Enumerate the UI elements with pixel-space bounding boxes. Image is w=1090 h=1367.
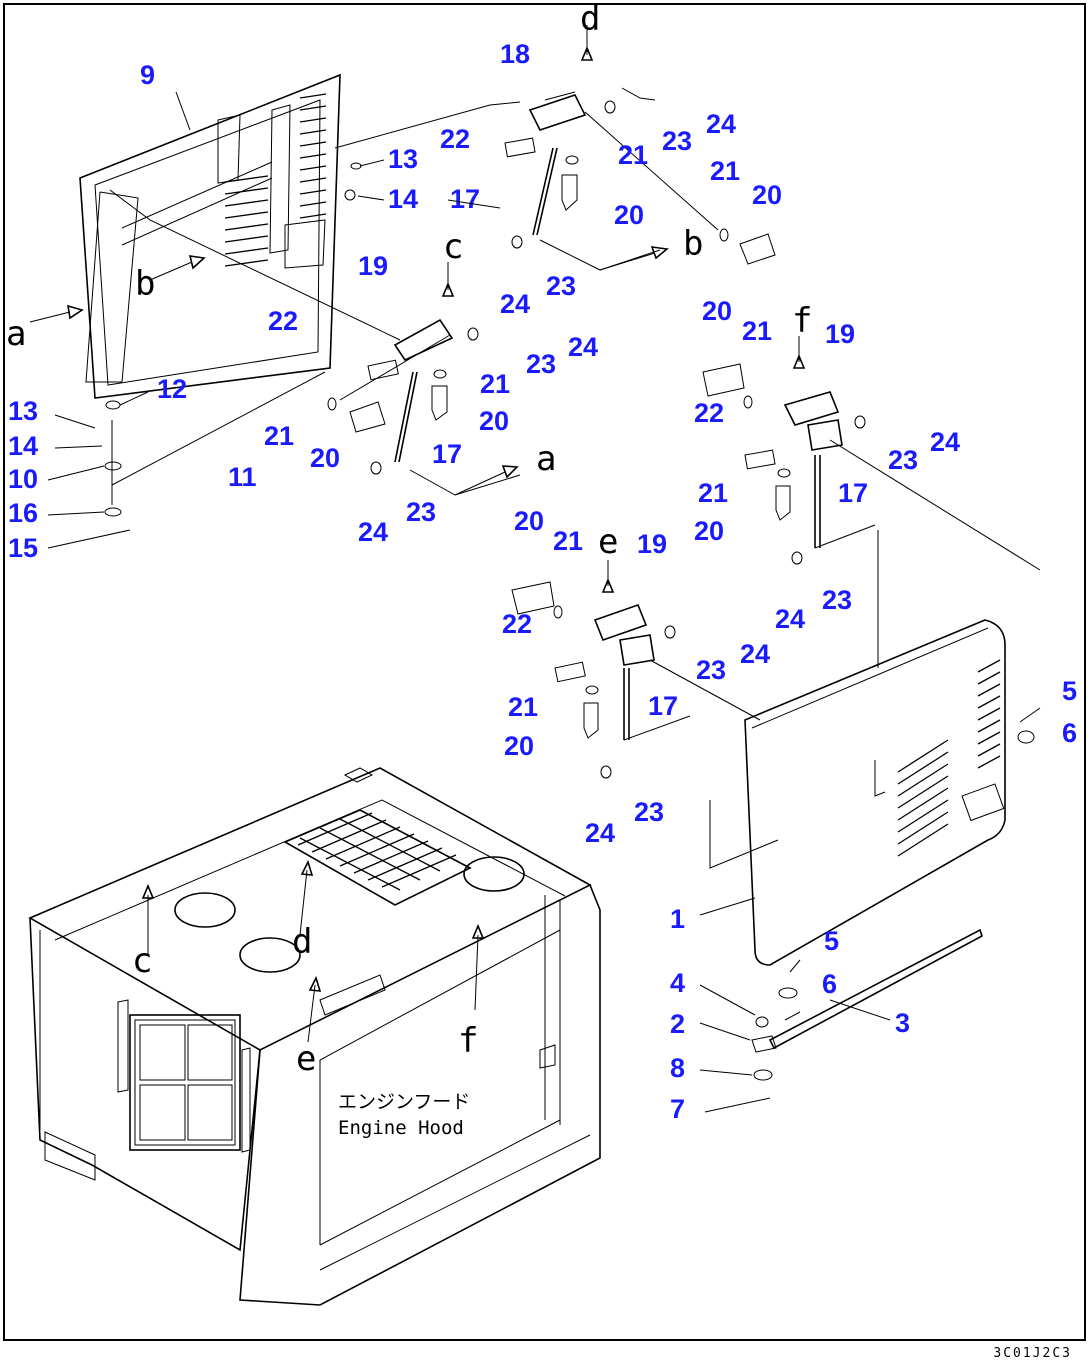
callout-18: 18	[500, 39, 530, 69]
callout-7: 7	[670, 1094, 685, 1124]
callout-23-h: 23	[634, 797, 664, 827]
callout-1: 1	[670, 904, 685, 934]
callout-14-upper: 14	[388, 184, 418, 214]
view-arrows	[29, 246, 669, 496]
hinge-assembly-middle	[109, 189, 521, 496]
callout-17-b: 17	[432, 439, 462, 469]
callout-leader-lines	[47, 91, 891, 1076]
callout-22-d: 22	[502, 609, 532, 639]
view-arrow-letters: a a b b c c d d e e f f	[6, 0, 812, 1079]
callout-24-h: 24	[585, 818, 615, 848]
callout-24-b: 24	[500, 289, 530, 319]
callout-23-a: 23	[662, 126, 692, 156]
callout-17-d: 17	[648, 691, 678, 721]
view-arrow-b-left: b	[135, 264, 155, 304]
callout-21-b: 21	[710, 156, 740, 186]
view-arrow-b-right: b	[683, 224, 703, 264]
hood-label-english: Engine Hood	[338, 1117, 464, 1139]
view-arrow-d-hood: d	[292, 922, 312, 962]
drawing-code: 3C01J2C3	[993, 1346, 1072, 1361]
callout-20-d: 20	[310, 443, 340, 473]
drawing-border	[3, 3, 1086, 1341]
hinge-assembly-lower	[511, 560, 761, 779]
callout-14-lower: 14	[8, 431, 38, 461]
engine-hood-body	[28, 767, 601, 1306]
callout-2: 2	[670, 1009, 685, 1039]
callout-20-c: 20	[479, 406, 509, 436]
view-arrow-d-top: d	[580, 0, 600, 39]
callout-24-d: 24	[358, 517, 388, 547]
callout-20-f: 20	[694, 516, 724, 546]
callout-5-upper: 5	[1062, 676, 1077, 706]
view-arrow-e-top: e	[598, 522, 618, 562]
callout-20-g: 20	[514, 506, 544, 536]
callout-23-d: 23	[406, 497, 436, 527]
callout-24-g: 24	[740, 639, 770, 669]
hinge-assembly-top	[334, 25, 776, 271]
hinge-assembly-right	[702, 336, 1041, 571]
hood-label-japanese: エンジンフード	[338, 1091, 470, 1113]
callout-20-b: 20	[752, 180, 782, 210]
callout-15: 15	[8, 533, 38, 563]
callout-19-b: 19	[825, 319, 855, 349]
callout-12: 12	[157, 374, 187, 404]
callout-24-e: 24	[930, 427, 960, 457]
callout-21-g: 21	[553, 526, 583, 556]
callout-10: 10	[8, 464, 38, 494]
callout-24-c: 24	[568, 332, 598, 362]
view-arrow-a-left: a	[6, 314, 26, 354]
callout-13-lower: 13	[8, 396, 38, 426]
callout-21-a: 21	[618, 140, 648, 170]
callout-19-a: 19	[358, 251, 388, 281]
callout-21-c: 21	[480, 369, 510, 399]
callout-21-e: 21	[742, 316, 772, 346]
callout-23-b: 23	[546, 271, 576, 301]
view-arrow-f-hood: f	[458, 1021, 478, 1061]
callout-4: 4	[670, 968, 685, 998]
callout-17-a: 17	[450, 184, 480, 214]
view-arrow-f-top: f	[792, 301, 812, 341]
callout-23-f: 23	[822, 585, 852, 615]
callout-13-upper: 13	[388, 144, 418, 174]
callout-21-h: 21	[508, 692, 538, 722]
callout-20-a: 20	[614, 200, 644, 230]
callout-5-lower: 5	[824, 926, 839, 956]
view-arrow-c-top: c	[443, 227, 463, 267]
callout-21-f: 21	[698, 478, 728, 508]
right-panel-grille-large	[897, 739, 949, 857]
callout-23-g: 23	[696, 655, 726, 685]
callout-23-e: 23	[888, 445, 918, 475]
callout-23-c: 23	[526, 349, 556, 379]
callout-22-b: 22	[268, 306, 298, 336]
view-arrow-c-hood: c	[132, 941, 152, 981]
callout-24-a: 24	[706, 109, 736, 139]
callout-16: 16	[8, 498, 38, 528]
view-arrow-a-right: a	[536, 439, 556, 479]
callout-20-h: 20	[504, 731, 534, 761]
callout-8: 8	[670, 1053, 685, 1083]
view-arrow-e-hood: e	[296, 1039, 316, 1079]
callout-numbers: 1 2 3 4 5 5 6 6 7 8 9 10 11 12 13 13 14 …	[8, 39, 1077, 1124]
callout-6-lower: 6	[822, 969, 837, 999]
left-hood-panel	[79, 73, 362, 517]
callout-19-c: 19	[637, 529, 667, 559]
callout-22-c: 22	[694, 398, 724, 428]
right-door-panel	[704, 530, 1041, 1113]
callout-3: 3	[895, 1008, 910, 1038]
callout-22-a: 22	[440, 124, 470, 154]
left-panel-grille	[224, 93, 327, 267]
callout-24-f: 24	[775, 604, 805, 634]
callout-21-d: 21	[264, 421, 294, 451]
callout-9: 9	[140, 60, 155, 90]
engine-hood-top-grille	[283, 809, 472, 906]
right-panel-grille-small	[977, 659, 1001, 769]
callout-20-e: 20	[702, 296, 732, 326]
callout-6-upper: 6	[1062, 718, 1077, 748]
callout-11: 11	[228, 462, 257, 492]
callout-17-c: 17	[838, 478, 868, 508]
